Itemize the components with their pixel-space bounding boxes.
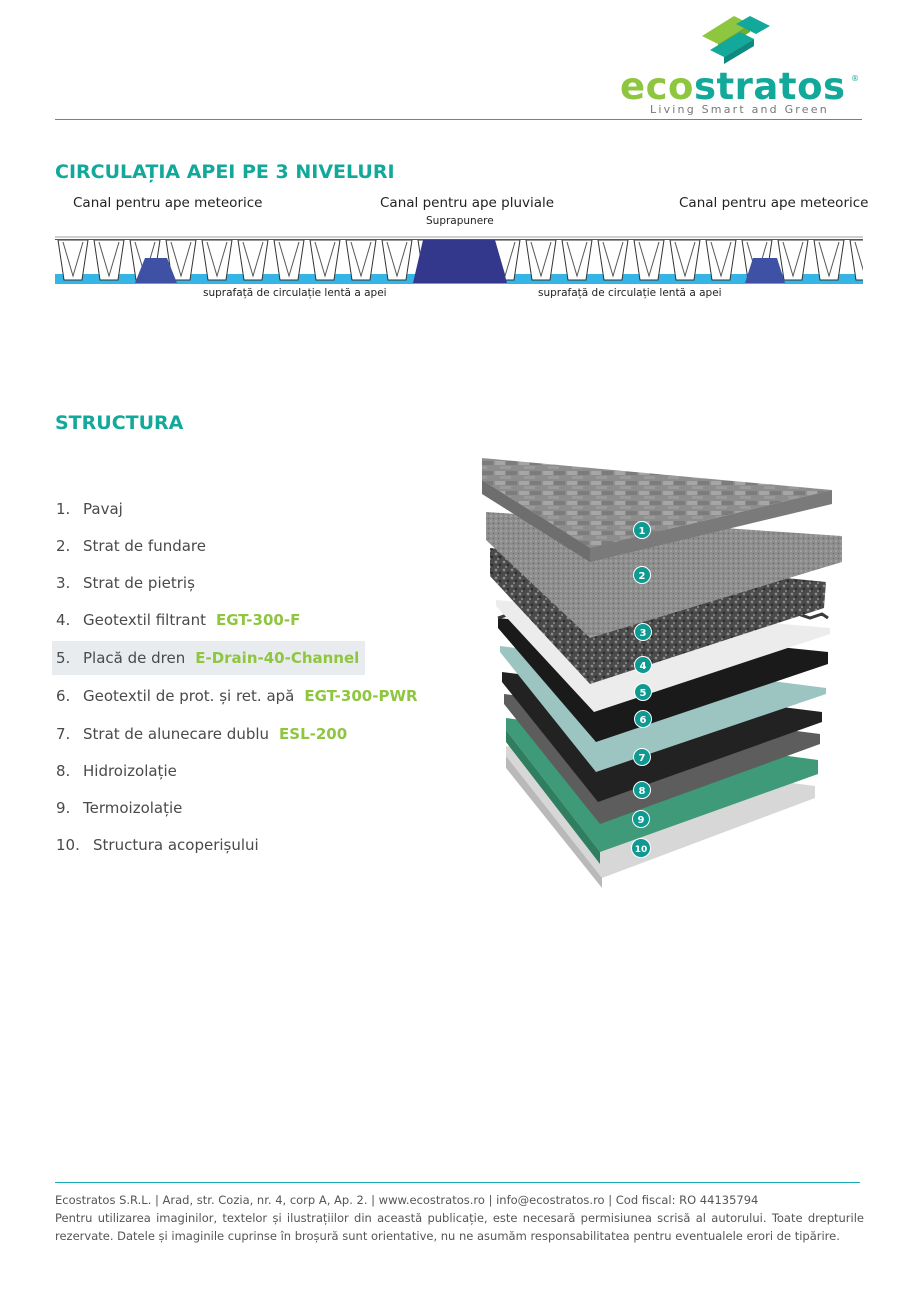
- structure-section-title: STRUCTURA: [55, 412, 184, 434]
- layer-badge-3: 3: [634, 623, 652, 641]
- layer-number: 5.: [56, 649, 71, 667]
- footer-company-info: Ecostratos S.R.L. | Arad, str. Cozia, nr…: [55, 1193, 759, 1207]
- slow-surface-left-label: suprafață de circulație lentă a apei: [203, 287, 387, 299]
- water-section-title: CIRCULAȚIA APEI PE 3 NIVELURI: [55, 161, 395, 183]
- left-channel: [135, 258, 177, 283]
- layer-stack-illustration: 1 2 3 4 5 6 7 8 9 10: [482, 458, 842, 888]
- layer-item-5: 5. Placă de dren E-Drain-40-Channel: [52, 641, 366, 675]
- layer-number: 7.: [56, 725, 71, 743]
- overlap-label: Suprapunere: [426, 215, 494, 227]
- badge-number: 3: [640, 628, 647, 639]
- badge-number: 10: [635, 845, 648, 855]
- right-channel: [745, 258, 785, 283]
- layer-badge-10: 10: [631, 838, 651, 858]
- layer-item-8: 8. Hidroizolație: [52, 754, 177, 788]
- badge-number: 6: [640, 715, 647, 726]
- footer: Ecostratos S.R.L. | Arad, str. Cozia, nr…: [55, 1191, 864, 1245]
- center-channel-label: Canal pentru ape pluviale: [380, 195, 555, 211]
- layer-1-paving: [482, 458, 832, 548]
- layer-item-6: 6. Geotextil de prot. și ret. apă EGT-300-…: [52, 679, 418, 713]
- layer-number: 9.: [56, 799, 71, 817]
- layer-number: 1.: [56, 500, 71, 518]
- layer-number: 8.: [56, 762, 71, 780]
- logo-tagline: Living Smart and Green: [650, 103, 829, 116]
- badge-number: 2: [639, 571, 646, 582]
- footer-divider: [55, 1182, 860, 1183]
- badge-number: 9: [638, 815, 645, 826]
- layer-badge-1: 1: [633, 521, 651, 539]
- footer-disclaimer: Pentru utilizarea imaginilor, textelor ș…: [55, 1211, 864, 1243]
- slow-surface-right-label: suprafață de circulație lentă a apei: [538, 287, 722, 299]
- layer-item-3: 3. Strat de pietriș: [52, 566, 195, 600]
- stacked-layers-icon: [702, 16, 770, 64]
- product-code: EGT-300-PWR: [304, 687, 418, 705]
- layer-label: Hidroizolație: [83, 762, 177, 780]
- layer-number: 6.: [56, 687, 71, 705]
- logo-wordmark: ecostratos: [620, 68, 846, 105]
- layer-item-9: 9. Termoizolație: [52, 791, 182, 825]
- layer-badge-6: 6: [634, 710, 652, 728]
- layer-badge-4: 4: [634, 656, 652, 674]
- layer-label: Termoizolație: [83, 799, 183, 817]
- layer-badge-7: 7: [633, 748, 651, 766]
- header-divider: [55, 119, 862, 120]
- top-sheet: [55, 236, 863, 238]
- left-channel-label: Canal pentru ape meteorice: [73, 195, 263, 211]
- drainage-cross-section-diagram: [55, 236, 863, 284]
- top-sheet-edge: [55, 239, 863, 240]
- layer-item-1: 1. Pavaj: [52, 492, 123, 526]
- layer-item-4: 4. Geotextil filtrant EGT-300-F: [52, 603, 300, 637]
- layer-label: Placă de dren: [83, 649, 186, 667]
- layer-badge-5: 5: [634, 683, 652, 701]
- right-channel-label: Canal pentru ape meteorice: [679, 195, 869, 211]
- layer-label: Strat de fundare: [83, 537, 207, 555]
- layer-item-2: 2. Strat de fundare: [52, 529, 206, 563]
- layer-number: 3.: [56, 574, 71, 592]
- product-code: ESL-200: [279, 725, 348, 743]
- layer-number: 4.: [56, 611, 71, 629]
- layer-badge-8: 8: [633, 781, 651, 799]
- badge-number: 7: [639, 753, 646, 764]
- logo-stratos-text: stratos: [693, 65, 846, 108]
- badge-number: 8: [639, 786, 646, 797]
- layer-label: Strat de pietriș: [83, 574, 195, 592]
- layer-label: Structura acoperișului: [93, 836, 259, 854]
- product-code: E-Drain-40-Channel: [195, 649, 360, 667]
- layer-badge-9: 9: [632, 810, 650, 828]
- layer-number: 10.: [56, 836, 80, 854]
- ecostratos-logo: ecostratos ® Living Smart and Green: [620, 10, 865, 120]
- logo-eco-text: eco: [620, 65, 694, 108]
- badge-number: 5: [640, 688, 647, 699]
- registered-mark: ®: [851, 74, 859, 83]
- layer-label: Geotextil de prot. și ret. apă: [83, 687, 295, 705]
- badge-number: 1: [639, 526, 646, 537]
- product-code: EGT-300-F: [215, 611, 301, 629]
- layer-item-7: 7. Strat de alunecare dublu ESL-200: [52, 717, 347, 751]
- layer-badge-2: 2: [633, 566, 651, 584]
- layer-label: Strat de alunecare dublu: [83, 725, 270, 743]
- center-channel: [413, 240, 507, 283]
- badge-number: 4: [640, 661, 647, 672]
- layer-label: Pavaj: [83, 500, 123, 518]
- layer-item-10: 10. Structura acoperișului: [52, 828, 259, 862]
- layer-label: Geotextil filtrant: [83, 611, 206, 629]
- layer-number: 2.: [56, 537, 71, 555]
